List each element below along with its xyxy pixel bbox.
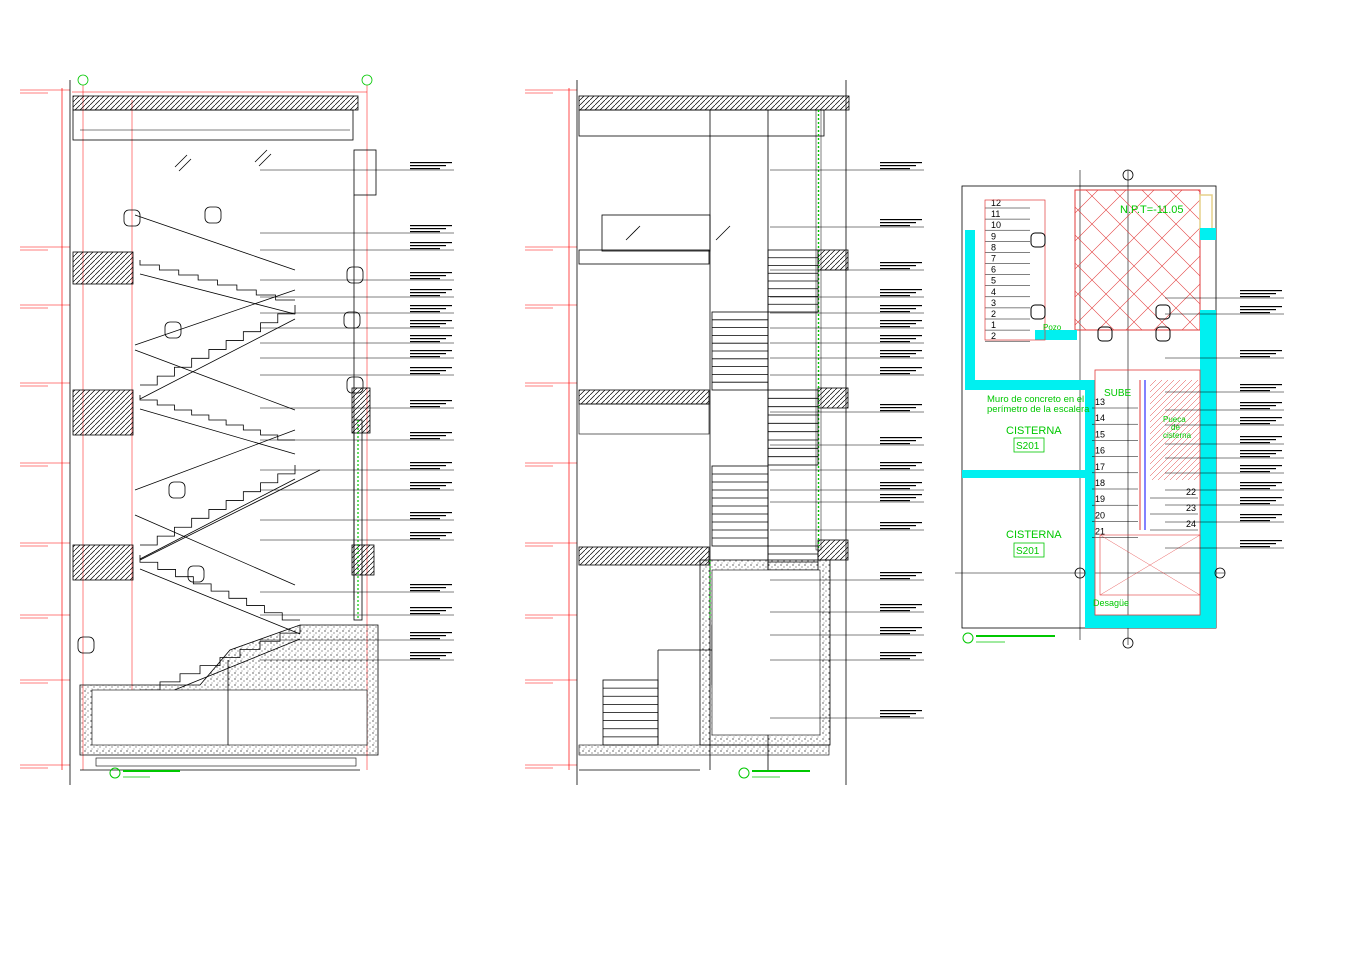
step-number: 2 [991, 309, 996, 319]
step-number: 4 [991, 287, 996, 297]
stair-section-a [20, 74, 454, 785]
level-lines [20, 89, 70, 769]
tank-code: S201 [1016, 441, 1040, 452]
step-number: 16 [1095, 446, 1105, 456]
drain-label: Desagüe [1093, 598, 1129, 608]
up-label: SUBE [1104, 388, 1132, 399]
step-number: 17 [1095, 462, 1105, 472]
step-number: 18 [1095, 478, 1105, 488]
step-number: 1 [991, 320, 996, 330]
stair-flights [77, 149, 364, 705]
level-tag: N.P.T=-11.05 [1120, 204, 1184, 216]
sump-note: cisterna [1163, 431, 1192, 440]
sump-note: de [1171, 423, 1180, 432]
annotation-leaders [1165, 290, 1284, 549]
tank-code: S201 [1016, 546, 1040, 557]
step-number: 2 [991, 331, 996, 341]
concrete-walls [962, 228, 1216, 628]
level-lines [525, 89, 577, 769]
section-tag-icon [109, 767, 180, 779]
step-number: 3 [991, 298, 996, 308]
section-tag-icon [962, 632, 1055, 644]
stair-steps-right: 13 14 15 16 17 18 19 20 21 22 23 24 [1092, 397, 1198, 538]
step-number: 11 [991, 209, 1000, 219]
grid-bubble-icon [77, 74, 373, 86]
step-number: 23 [1186, 503, 1196, 513]
step-number: 19 [1095, 494, 1105, 504]
step-number: 9 [991, 231, 996, 241]
annotation-leaders [260, 162, 454, 661]
sump-note: Pueca [1163, 415, 1186, 424]
step-number: 10 [991, 220, 1001, 230]
wall-note-line2: perímetro de la escalera [987, 404, 1090, 415]
step-number: 20 [1095, 510, 1105, 520]
step-number: 12 [991, 198, 1001, 208]
tank-label: CISTERNA [1006, 425, 1062, 437]
section-tag-icon [738, 767, 810, 779]
annotation-leaders [770, 162, 924, 719]
step-number: 15 [1095, 429, 1105, 439]
north-arrow-icon [1074, 169, 1226, 649]
step-number: 5 [991, 276, 996, 286]
pump-label: Pozo [1043, 323, 1062, 332]
step-number: 7 [991, 254, 996, 264]
wall-note-line1: Muro de concreto en el [987, 394, 1084, 405]
step-number: 21 [1095, 527, 1105, 537]
step-number: 6 [991, 265, 996, 275]
step-number: 13 [1095, 397, 1105, 407]
column-markers [1030, 232, 1171, 342]
step-number: 22 [1186, 487, 1196, 497]
stair-section-b [525, 80, 924, 785]
step-number: 8 [991, 242, 996, 252]
step-number: 14 [1095, 413, 1105, 423]
tank-label: CISTERNA [1006, 529, 1062, 541]
step-number: 24 [1186, 519, 1196, 529]
